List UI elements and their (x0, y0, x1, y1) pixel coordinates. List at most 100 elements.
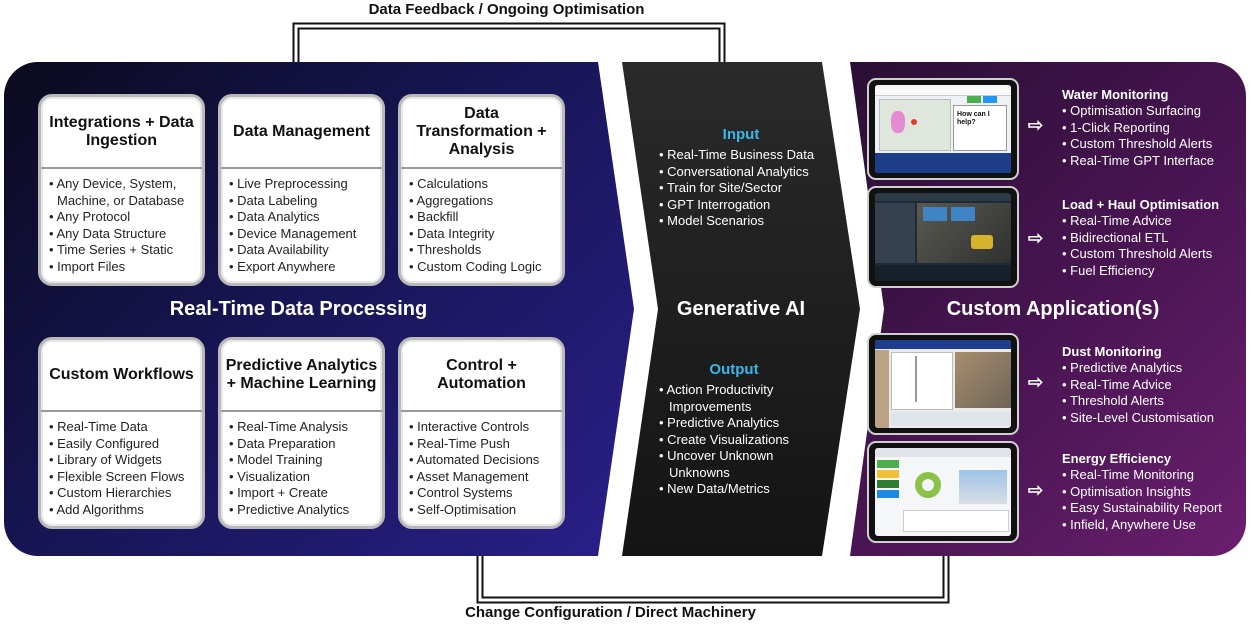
list-item: Easily Configured (49, 436, 184, 453)
list-item: Real-Time Advice (1062, 377, 1214, 394)
processing-title: Real-Time Data Processing (169, 298, 428, 320)
ai-input-heading: Input (722, 126, 760, 143)
ai-title: Generative AI (676, 298, 806, 320)
feedback-label: Data Feedback / Ongoing Optimisation (368, 1, 645, 18)
list-item: Real-Time Monitoring (1062, 467, 1222, 484)
list-item: Calculations (409, 176, 541, 193)
arrow-icon: ⇨ (1028, 480, 1044, 500)
list-item: Real-Time Data (49, 419, 184, 436)
card-data-transformation: Data Transformation + Analysis Calculati… (398, 94, 565, 286)
list-item: Create Visualizations (659, 432, 809, 449)
card-integrations: Integrations + Data Ingestion Any Device… (38, 94, 205, 286)
card-title: Integrations + Data Ingestion (49, 114, 194, 149)
list-item: GPT Interrogation (659, 197, 829, 214)
card-list: Real-Time Data Easily Configured Library… (49, 419, 184, 518)
list-item: Self-Optimisation (409, 502, 539, 519)
card-list: Real-Time Analysis Data Preparation Mode… (229, 419, 349, 518)
list-item: Optimisation Insights (1062, 484, 1222, 501)
ai-output-list: Action Productivity Improvements Predict… (659, 382, 809, 498)
list-item: Export Anywhere (229, 259, 356, 276)
chat-bubble-text: How can I help? (957, 111, 990, 126)
list-item: Any Data Structure (49, 226, 184, 243)
energy-efficiency-screenshot (867, 441, 1019, 543)
load-haul-screenshot (867, 186, 1019, 288)
list-item: Visualization (229, 469, 349, 486)
list-item: Uncover Unknown Unknowns (659, 448, 809, 481)
list-item: Interactive Controls (409, 419, 539, 436)
list-item: Custom Threshold Alerts (1062, 246, 1212, 263)
list-item: Custom Coding Logic (409, 259, 541, 276)
arrow-icon: ⇨ (1028, 115, 1044, 135)
card-list: Interactive Controls Real-Time Push Auto… (409, 419, 539, 518)
card-title: Data Management (233, 123, 370, 140)
card-list: Live Preprocessing Data Labeling Data An… (229, 176, 356, 275)
list-item: Device Management (229, 226, 356, 243)
config-label: Change Configuration / Direct Machinery (465, 604, 756, 621)
app-list-load-haul: Real-Time Advice Bidirectional ETL Custo… (1062, 213, 1212, 279)
card-title: Custom Workflows (49, 366, 194, 383)
apps-title: Custom Application(s) (946, 298, 1160, 320)
list-item: Time Series + Static (49, 242, 184, 259)
list-item: Add Algorithms (49, 502, 184, 519)
arrow-icon: ⇨ (1028, 228, 1044, 248)
list-item: Data Availability (229, 242, 356, 259)
list-item: Model Training (229, 452, 349, 469)
list-item: Easy Sustainability Report (1062, 500, 1222, 517)
dust-monitoring-screenshot (867, 333, 1019, 435)
list-item: Threshold Alerts (1062, 393, 1214, 410)
list-item: Model Scenarios (659, 213, 829, 230)
list-item: Any Protocol (49, 209, 184, 226)
ai-output-heading: Output (709, 361, 759, 378)
water-monitoring-screenshot: How can I help? (867, 78, 1019, 180)
list-item: Real-Time Advice (1062, 213, 1212, 230)
list-item: Bidirectional ETL (1062, 230, 1212, 247)
list-item: Optimisation Surfacing (1062, 103, 1214, 120)
list-item: Import + Create (229, 485, 349, 502)
list-item: Live Preprocessing (229, 176, 356, 193)
card-custom-workflows: Custom Workflows Real-Time Data Easily C… (38, 337, 205, 529)
list-item: Real-Time Push (409, 436, 539, 453)
list-item: Asset Management (409, 469, 539, 486)
list-item: Machine, or Database (57, 192, 185, 208)
card-list: Calculations Aggregations Backfill Data … (409, 176, 541, 275)
list-item: Import Files (49, 259, 184, 276)
app-list-water: Optimisation Surfacing 1-Click Reporting… (1062, 103, 1214, 169)
list-item: Site-Level Customisation (1062, 410, 1214, 427)
list-item: Control Systems (409, 485, 539, 502)
list-item: Backfill (409, 209, 541, 226)
card-title: Predictive Analytics + Machine Learning (225, 357, 378, 392)
card-title: Data Transformation + Analysis (416, 105, 547, 158)
list-item: Aggregations (409, 193, 541, 210)
list-item: Custom Threshold Alerts (1062, 136, 1214, 153)
list-item: Predictive Analytics (229, 502, 349, 519)
card-data-management: Data Management Live Preprocessing Data … (218, 94, 385, 286)
list-item: Conversational Analytics (659, 164, 829, 181)
list-item: Predictive Analytics (1062, 360, 1214, 377)
app-title-dust: Dust Monitoring (1062, 344, 1162, 359)
app-title-water: Water Monitoring (1062, 87, 1169, 102)
app-title-load-haul: Load + Haul Optimisation (1062, 197, 1220, 212)
app-title-energy: Energy Efficiency (1062, 451, 1172, 466)
list-item: Data Labeling (229, 193, 356, 210)
list-item: Real-Time GPT Interface (1062, 153, 1214, 170)
list-item: Data Integrity (409, 226, 541, 243)
ai-input-list: Real-Time Business Data Conversational A… (659, 147, 829, 230)
list-item: 1-Click Reporting (1062, 120, 1214, 137)
card-control-automation: Control + Automation Interactive Control… (398, 337, 565, 529)
list-item: New Data/Metrics (659, 481, 809, 498)
list-item: Fuel Efficiency (1062, 263, 1212, 280)
list-item: Automated Decisions (409, 452, 539, 469)
list-item: Data Analytics (229, 209, 356, 226)
list-item: Real-Time Analysis (229, 419, 349, 436)
list-item: Infield, Anywhere Use (1062, 517, 1222, 534)
list-item: Real-Time Business Data (659, 147, 829, 164)
list-item: Predictive Analytics (659, 415, 809, 432)
app-list-energy: Real-Time Monitoring Optimisation Insigh… (1062, 467, 1222, 533)
card-list: Any Device, System, Machine, or Database… (49, 176, 184, 275)
list-item: Library of Widgets (49, 452, 184, 469)
list-item: Train for Site/Sector (659, 180, 829, 197)
list-item: Any Device, System, (49, 176, 184, 193)
card-title: Control + Automation (437, 357, 526, 392)
list-item: Thresholds (409, 242, 541, 259)
